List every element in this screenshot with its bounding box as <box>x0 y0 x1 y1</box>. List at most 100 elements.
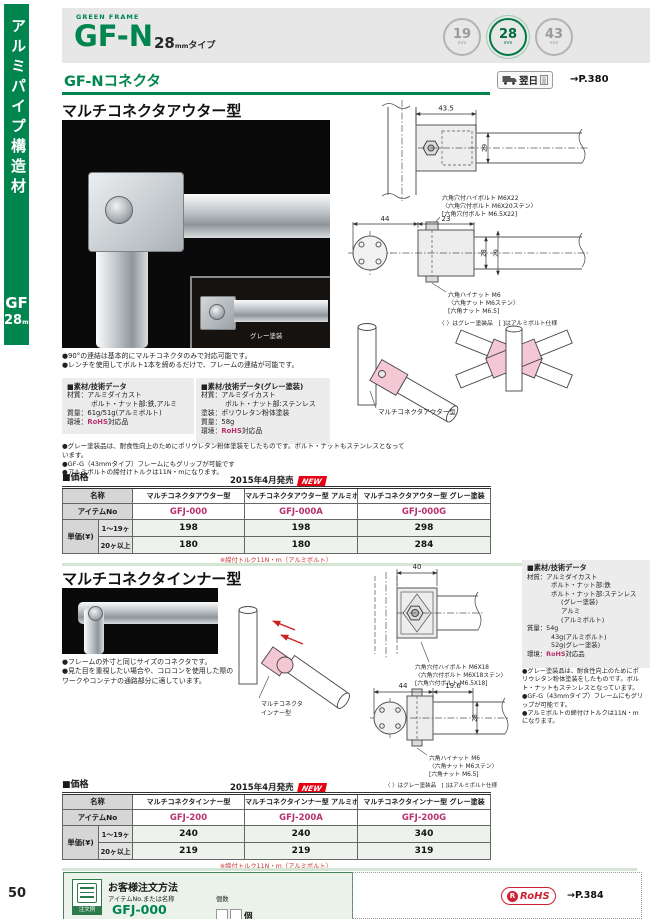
dim-inner-40: 40 <box>413 563 422 571</box>
order-title: お客様注文方法 <box>108 883 178 894</box>
inner-iso-label1: マルチコネクタ <box>261 700 303 708</box>
inner-bullets: ●フレームの外寸と同じサイズのコネクタです。 ●見た目を重視したい場合や、コロコ… <box>62 658 234 685</box>
dim-inner-28: 28 <box>472 714 479 722</box>
outer-price-label: ■価格 <box>62 473 89 483</box>
brand-name: GREEN FRAME <box>76 13 140 21</box>
inner-legend: 〈 〉はグレー塗装品 [ ]はアルミボルト仕様 <box>385 781 498 789</box>
outer-bolt-line3: [六角穴付ボルト M6.5X22] <box>442 210 517 218</box>
photo-caption: グレー塗装 <box>250 332 283 340</box>
table-row: 単価(¥) 1〜19ヶ 198 198 298 <box>62 519 491 554</box>
outer-nut-line3: [六角ナット M6.5] <box>448 307 499 315</box>
outer-photo-inset: グレー塗装 <box>190 276 330 348</box>
table-row: アイテムNo GFJ-200 GFJ-200A GFJ-200G <box>62 809 491 826</box>
price-value: 180 <box>132 536 245 554</box>
photo-bolt <box>105 196 133 224</box>
inner-price-table: 名称 マルチコネクタインナー型 マルチコネクタインナー型 アルミボルト マルチコ… <box>62 792 491 860</box>
price-value: 240 <box>132 825 245 843</box>
price-value: 180 <box>244 536 358 554</box>
inner-nut-line1: 六角ハイナット M6 <box>429 754 480 762</box>
product-name: GF-N <box>74 19 154 53</box>
item-no: GFJ-000A <box>244 503 358 520</box>
item-no: GFJ-200G <box>357 809 491 826</box>
outer-bullets: ●90°の連結は基本的にマルチコネクタのみで対応可能です。 ●レンチを使用してボ… <box>62 352 299 370</box>
truck-icon <box>502 76 517 85</box>
outer-legend: 〈 〉はグレー塗装品 [ ]はアルミボルト仕様 <box>439 319 557 327</box>
page-ref-384: →P.384 <box>567 890 604 901</box>
separator <box>62 563 637 566</box>
category-sidebar: アルミパイプ構造材 GF 28mm <box>4 4 35 345</box>
price-value: 240 <box>244 825 358 843</box>
inner-photo <box>62 588 218 654</box>
dim-outer-29b: 29 <box>493 249 500 257</box>
rohs-icon: R <box>507 890 518 902</box>
outer-bolt-line1: 六角穴付ハイボルト M6X22 <box>442 194 519 202</box>
price-value: 284 <box>357 536 491 554</box>
inner-nut-line2: 〈六角ナット M6ステン〉 <box>429 762 498 770</box>
item-no: GFJ-000G <box>357 503 491 520</box>
price-value: 198 <box>132 519 245 537</box>
category-title: アルミパイプ構造材 <box>9 18 27 198</box>
order-example-icon: 注文例 <box>72 879 102 915</box>
new-badge: NEW <box>296 782 327 793</box>
inner-title: マルチコネクタインナー型 <box>62 570 242 588</box>
col-header: マルチコネクタインナー型 グレー塗装 <box>357 793 491 810</box>
series-label: GF <box>5 294 28 312</box>
order-field-label: アイテムNo.または名称 <box>108 896 175 903</box>
price-value: 198 <box>244 519 358 537</box>
separator <box>62 868 637 871</box>
table-row: 名称 マルチコネクタインナー型 マルチコネクタインナー型 アルミボルト マルチコ… <box>62 793 491 810</box>
col-header: マルチコネクタインナー型 アルミボルト <box>244 793 358 810</box>
col-header: マルチコネクタアウター型 <box>132 487 245 504</box>
outer-notes: ●グレー塗装品は、耐食性向上のためにポリウレタン粉体塗装をしたものです。ボルト・… <box>62 442 405 477</box>
order-method-box: 注文例 お客様注文方法 アイテムNo.または名称 GFJ-000 個数 個 <box>63 872 353 919</box>
outer-nut-line2: 〈六角ナット M6ステン〉 <box>448 299 519 307</box>
inner-notes: ●グレー塗装品は、耐食性向上のためにポリウレタン粉体塗装をしたものです。ボルト・… <box>522 668 644 726</box>
inner-spec-box: ■素材/技術データ 材質：アルミダイカスト ボルト・ナット部:鉄 ボルト・ナット… <box>522 560 650 668</box>
dim-inner-44: 44 <box>399 682 408 690</box>
series-size: 28mm <box>4 313 35 328</box>
outer-photo: グレー塗装 <box>62 120 330 348</box>
section-title: GF-Nコネクタ <box>64 74 161 90</box>
inner-footnote: ※締付トルク11N・m（アルミボルト） <box>219 863 333 870</box>
price-value: 319 <box>357 842 491 860</box>
new-badge: NEW <box>296 475 327 486</box>
price-value: 219 <box>244 842 358 860</box>
outer-spec-box-gray: ■素材/技術データ(グレー塗装) 材質：アルミダイカスト ボルト・ナット部:ステ… <box>196 378 330 444</box>
table-row: 単価(¥) 1〜19ヶ 240 240 340 <box>62 825 491 860</box>
dim-outer-23: 23 <box>442 215 451 223</box>
inner-iso-label2: インナー型 <box>261 709 291 717</box>
outer-spec-box: ■素材/技術データ 材質：アルミダイカスト ボルト・ナット部:鉄,アルミ 質量：… <box>62 378 194 434</box>
table-row: アイテムNo GFJ-000 GFJ-000A GFJ-000G <box>62 503 491 520</box>
footer-right-box: R RoHS →P.384 <box>352 872 642 919</box>
section-underline <box>62 92 490 95</box>
dim-outer-435: 43.5 <box>438 105 454 113</box>
outer-nut-line1: 六角ハイナット M6 <box>448 291 501 299</box>
inner-bolt-line1: 六角穴付ハイボルト M6X18 <box>415 663 489 671</box>
inner-nut-line3: [六角ナット M6.5] <box>429 770 479 778</box>
inner-price-label: ■価格 <box>62 780 89 790</box>
inner-bolt-line2: 〈六角穴付ボルト M6X18ステン〉 <box>415 671 506 679</box>
table-row: 20ヶ以上 180 180 284 <box>63 536 491 554</box>
table-row: 20ヶ以上 219 219 319 <box>63 842 491 860</box>
page-number: 50 <box>8 886 27 901</box>
price-value: 340 <box>357 825 491 843</box>
item-no: GFJ-000 <box>132 503 245 520</box>
dim-outer-28: 28 <box>481 249 488 257</box>
delivery-label: 翌日 <box>519 76 539 87</box>
inner-bolt-line3: [六角穴付ボルト M6.5X18] <box>415 679 488 687</box>
product-type: 28mmタイプ <box>154 34 216 52</box>
dim-inner-196: 19.6 <box>445 682 461 690</box>
inner-technical-drawing: マルチコネクタ インナー型 40 六角穴付ハイボルト M6X18 〈六角穴付ボル… <box>238 563 510 789</box>
outer-iso-label: マルチコネクタアウター型 <box>378 407 456 416</box>
item-no: GFJ-200A <box>244 809 358 826</box>
item-no: GFJ-200 <box>132 809 245 826</box>
rohs-logo: R RoHS <box>501 887 556 905</box>
order-example-item: GFJ-000 <box>112 902 167 917</box>
col-header: マルチコネクタインナー型 <box>132 793 245 810</box>
qty-boxes: 個 <box>216 904 253 919</box>
